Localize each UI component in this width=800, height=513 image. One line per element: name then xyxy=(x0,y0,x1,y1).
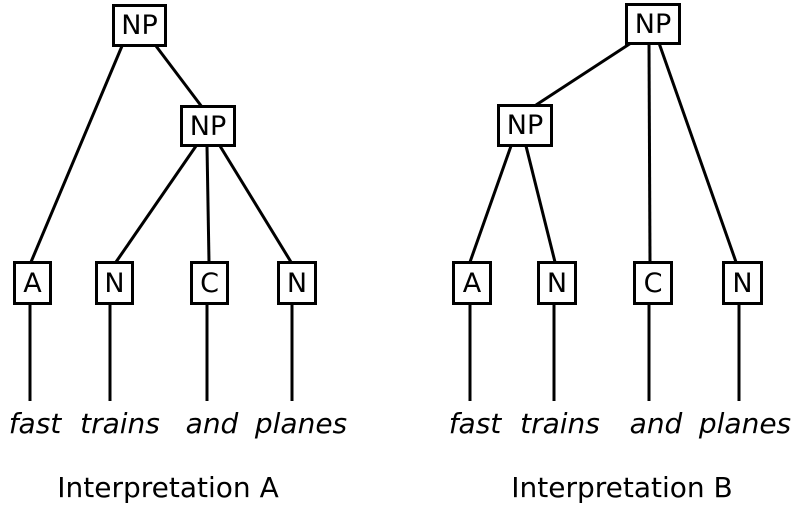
tree-b-leaf-a-node: A xyxy=(452,261,492,305)
tree-a-leaf-a-node: A xyxy=(13,261,52,305)
edge-a-sub-to-c-leaf xyxy=(205,145,211,263)
edge-b-sub-to-n1-leaf xyxy=(524,145,557,263)
tree-b-sub-np-node: NP xyxy=(497,104,553,147)
edge-b-root-to-c-leaf xyxy=(647,42,652,263)
tree-b-word-trains: trains xyxy=(520,407,600,440)
tree-a-word-and: and xyxy=(185,407,239,440)
tree-a-word-planes: planes xyxy=(254,407,348,440)
tree-a-sub-np-node: NP xyxy=(180,105,236,147)
tree-b-leaf-c-node: C xyxy=(633,261,673,305)
tree-a-caption: Interpretation A xyxy=(57,471,279,504)
tree-a-word-trains: trains xyxy=(80,407,160,440)
tree-b-word-planes: planes xyxy=(698,407,792,440)
edge-a-root-to-a-leaf xyxy=(29,45,124,263)
tree-b-leaf-n2-node: N xyxy=(722,261,763,305)
edge-a-sub-to-n2-leaf xyxy=(218,145,293,263)
tree-b-word-fast: fast xyxy=(448,407,502,440)
edge-b-root-to-sub-np xyxy=(535,41,632,107)
tree-b-word-and: and xyxy=(629,407,683,440)
edge-b-sub-to-a-leaf xyxy=(468,145,513,263)
tree-a-leaf-c-node: C xyxy=(190,261,229,305)
edge-a-sub-to-n1-leaf xyxy=(114,145,198,263)
tree-a-word-fast: fast xyxy=(8,407,62,440)
tree-b-root-np-node: NP xyxy=(625,3,681,45)
edge-a-root-to-sub-np xyxy=(154,45,204,108)
tree-b-leaf-n1-node: N xyxy=(537,261,577,305)
tree-b-caption: Interpretation B xyxy=(511,471,733,504)
tree-a-leaf-n2-node: N xyxy=(277,261,317,305)
tree-a-root-np-node: NP xyxy=(112,4,167,47)
tree-a-leaf-n1-node: N xyxy=(95,261,134,305)
edge-b-root-to-n2-leaf xyxy=(657,42,738,263)
